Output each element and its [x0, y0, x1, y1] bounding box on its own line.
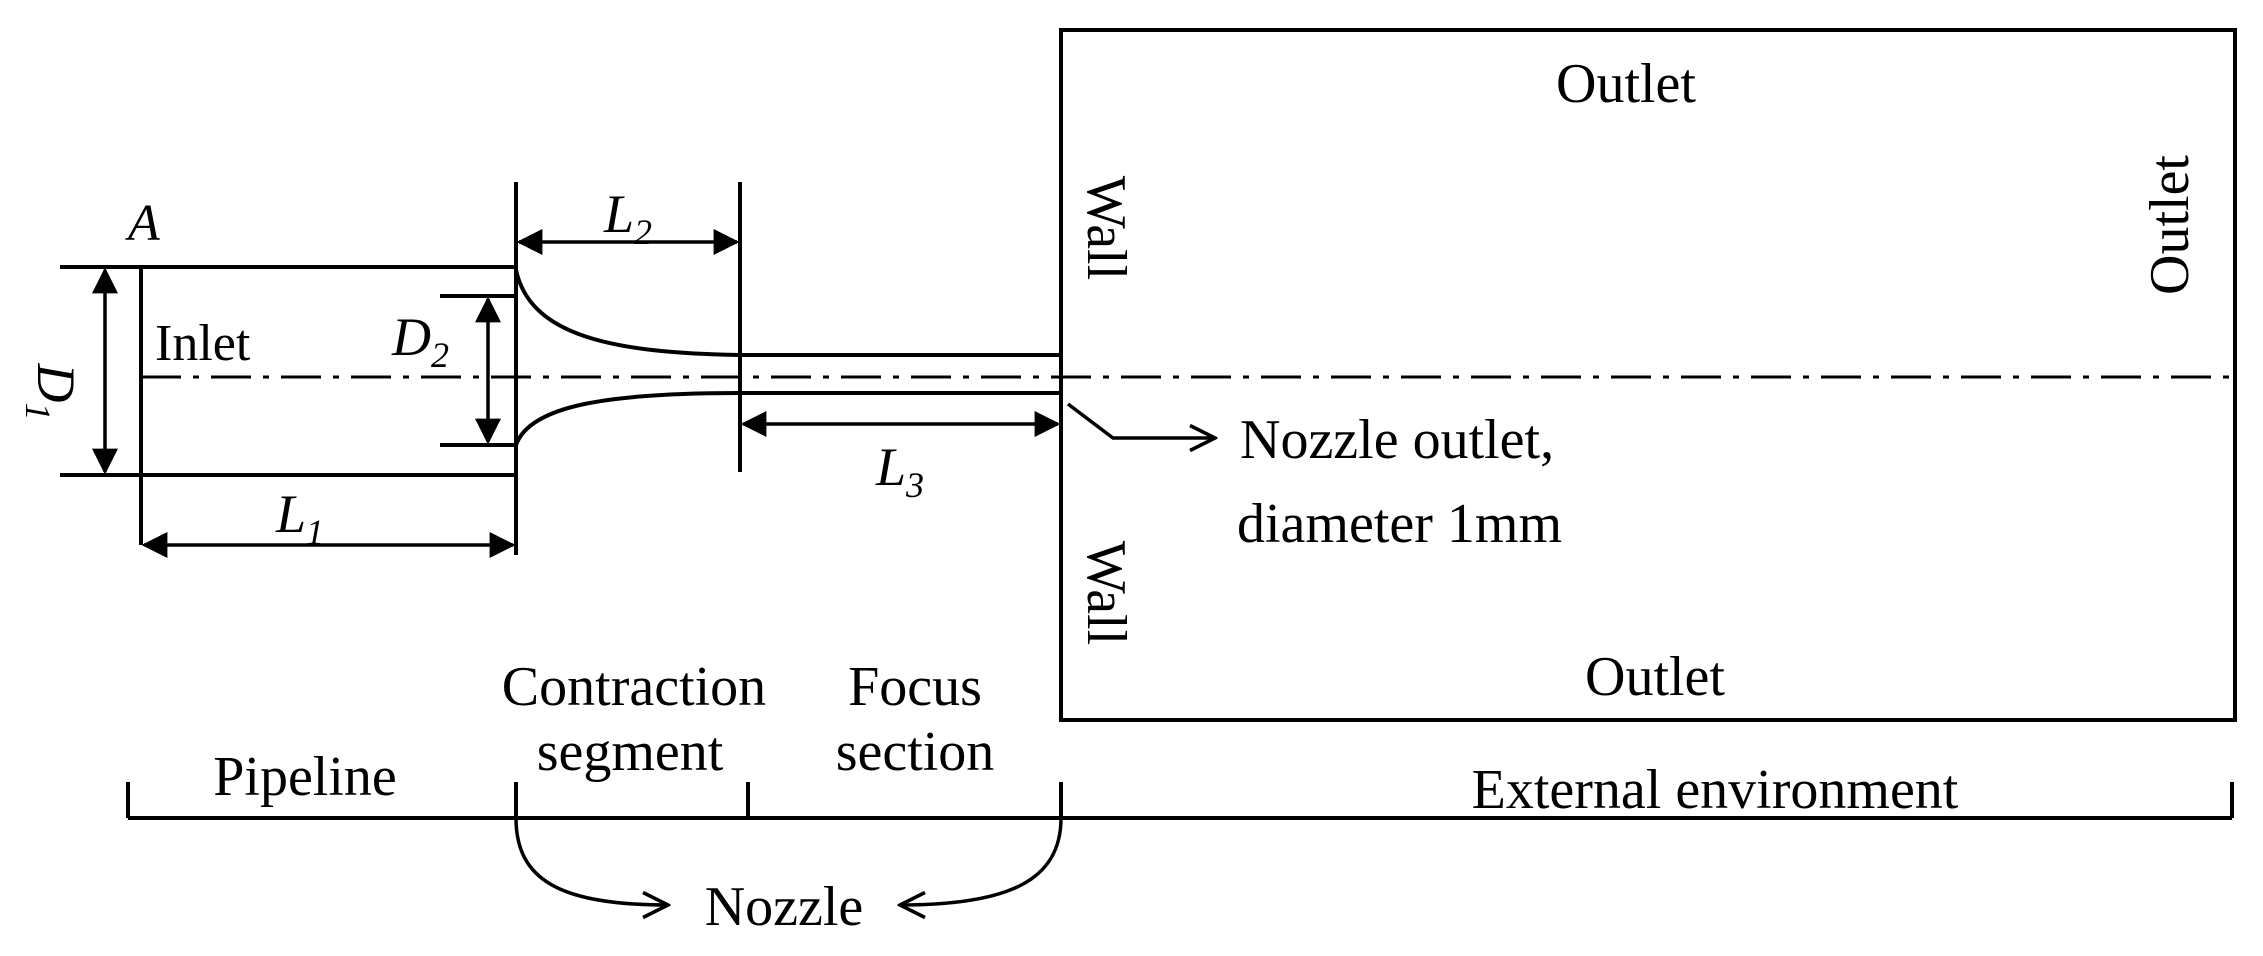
- nozzle-outlet-label-line1: Nozzle outlet,: [1240, 409, 1554, 471]
- d2-label: D2: [391, 307, 449, 375]
- nozzle-outlet-leader: [1066, 402, 1215, 438]
- section-nozzle-label: Nozzle: [705, 876, 864, 938]
- section-pipeline-label: Pipeline: [213, 746, 397, 808]
- outlet-top-label: Outlet: [1556, 53, 1696, 115]
- outlet-bottom-label: Outlet: [1585, 646, 1725, 708]
- l1-label: L1: [275, 484, 324, 552]
- inlet-label: Inlet: [155, 315, 251, 372]
- section-contraction-label-line1: Contraction: [502, 656, 766, 718]
- nozzle-right-curved-arrow: [900, 817, 1063, 905]
- nozzle-outlet-label-line2: diameter 1mm: [1237, 493, 1562, 555]
- d1-label: D1: [18, 363, 86, 421]
- l3-label: L3: [875, 437, 924, 505]
- section-external-label: External environment: [1472, 759, 1959, 821]
- point-a-label: A: [125, 195, 160, 252]
- svg-text:D1: D1: [18, 363, 86, 421]
- section-contraction-label-line2: segment: [537, 721, 724, 783]
- wall-upper-label: Wall: [1075, 176, 1137, 280]
- wall-lower-label: Wall: [1075, 541, 1137, 645]
- contraction-bottom-curve: [514, 391, 741, 446]
- section-focus-label-line2: section: [836, 721, 995, 783]
- nozzle-left-curved-arrow: [514, 817, 668, 905]
- external-domain-box: [1059, 28, 2237, 722]
- outlet-right-label: Outlet: [2139, 155, 2201, 295]
- l2-label: L2: [603, 184, 652, 252]
- contraction-top-curve: [514, 269, 741, 357]
- section-focus-label-line1: Focus: [848, 656, 982, 718]
